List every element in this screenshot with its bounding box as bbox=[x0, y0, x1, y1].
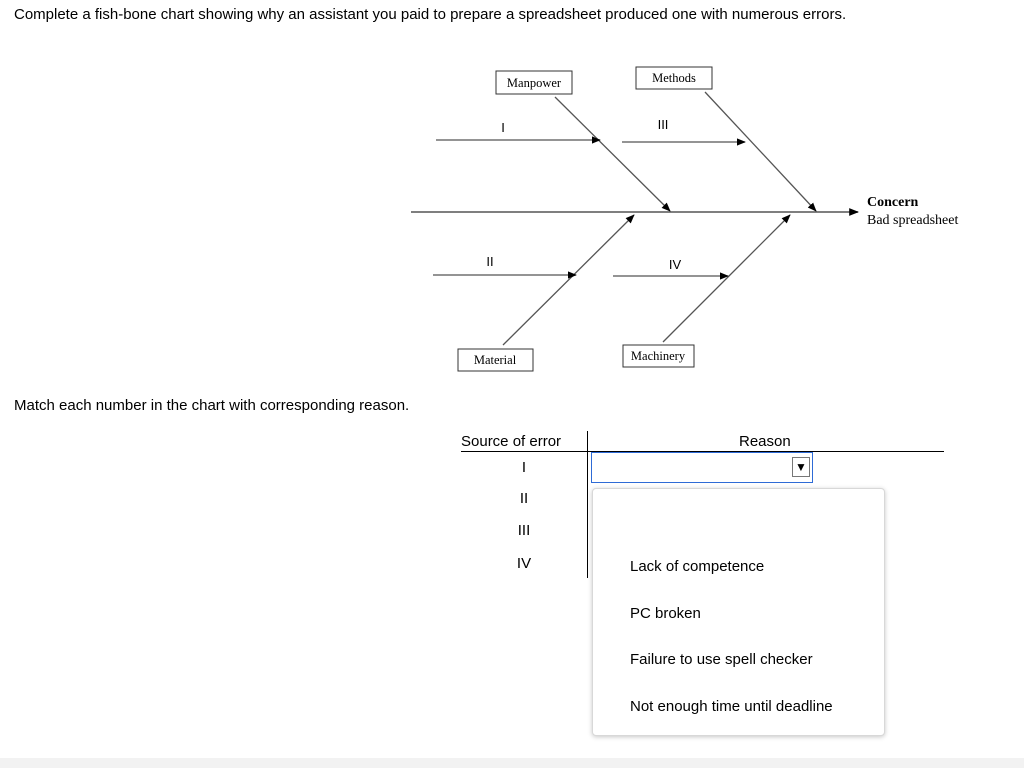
dropdown-arrow-icon[interactable]: ▼ bbox=[792, 457, 810, 477]
concern-text: Bad spreadsheet bbox=[867, 213, 958, 228]
reason-dropdown-menu: Lack of competence PC broken Failure to … bbox=[592, 488, 885, 736]
manpower-bone bbox=[554, 96, 671, 212]
machinery-box bbox=[622, 344, 695, 368]
numeral-I: I bbox=[501, 120, 505, 135]
manpower-label: Manpower bbox=[507, 76, 562, 90]
instruction-text: Match each number in the chart with corr… bbox=[14, 397, 410, 414]
material-box bbox=[457, 348, 534, 372]
manpower-box bbox=[495, 70, 573, 95]
machinery-label: Machinery bbox=[631, 349, 686, 363]
option-pc-broken[interactable]: PC broken bbox=[630, 605, 701, 622]
methods-bone bbox=[704, 91, 817, 212]
methods-label: Methods bbox=[652, 71, 696, 85]
question-text: Complete a fish-bone chart showing why a… bbox=[14, 6, 847, 23]
material-bone bbox=[502, 214, 635, 346]
numeral-IV: IV bbox=[669, 257, 682, 272]
header-divider bbox=[461, 451, 944, 452]
machinery-bone bbox=[662, 214, 791, 343]
option-failure-spell-checker[interactable]: Failure to use spell checker bbox=[630, 651, 813, 668]
source-of-error-header: Source of error bbox=[461, 433, 562, 450]
option-not-enough-time[interactable]: Not enough time until deadline bbox=[630, 698, 833, 715]
numeral-III: III bbox=[658, 117, 669, 132]
reason-header: Reason bbox=[739, 433, 791, 450]
methods-box bbox=[635, 66, 713, 90]
column-divider bbox=[587, 431, 588, 578]
row-label-IV: IV bbox=[516, 555, 532, 572]
row-label-II: II bbox=[519, 490, 529, 507]
row-label-III: III bbox=[517, 522, 531, 539]
reason-select[interactable]: ▼ bbox=[591, 452, 813, 483]
row-label-I: I bbox=[521, 459, 527, 476]
numeral-II: II bbox=[486, 254, 493, 269]
material-label: Material bbox=[474, 353, 517, 367]
concern-title: Concern bbox=[867, 195, 919, 210]
bottom-strip bbox=[0, 758, 1024, 768]
option-lack-of-competence[interactable]: Lack of competence bbox=[630, 558, 765, 575]
fishbone-diagram: Manpower Methods Material Machinery I II… bbox=[411, 66, 958, 372]
